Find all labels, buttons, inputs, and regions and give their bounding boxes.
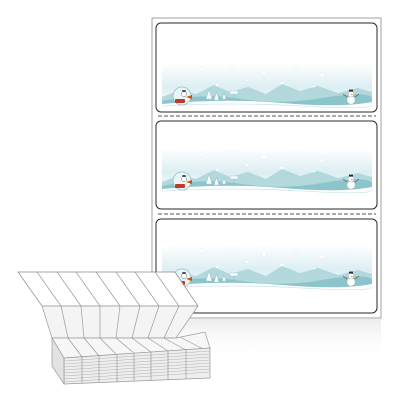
label-1 (155, 22, 378, 113)
label-3 (155, 218, 378, 314)
label-2 (155, 120, 378, 210)
fanfold-stack (17, 271, 211, 386)
